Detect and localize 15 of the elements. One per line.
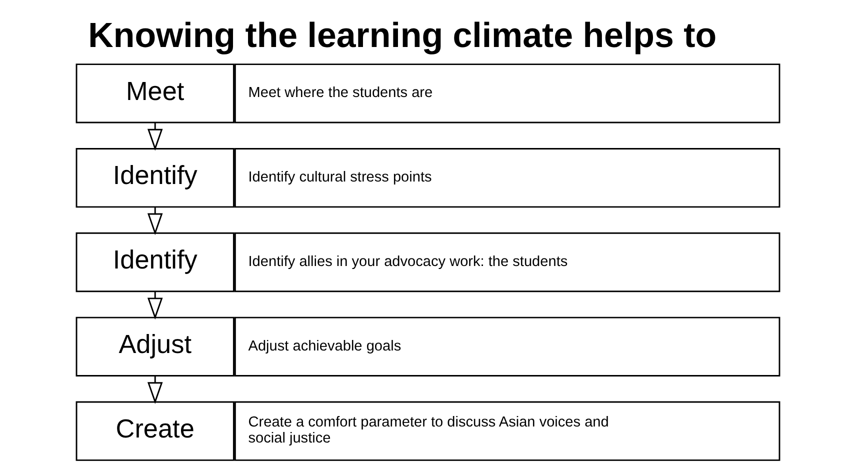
node-box: Identify allies in your advocacy work: the students <box>234 232 780 292</box>
arrow <box>147 291 163 320</box>
node-box: Identify cultural stress points <box>234 148 780 208</box>
node-box: Adjust achievable goals <box>234 316 780 376</box>
arrow <box>147 122 163 150</box>
node-box: Adjust <box>76 316 234 376</box>
node-box: Create <box>76 400 234 460</box>
diagram-title: Knowing the learning climate helps to <box>88 16 717 55</box>
node-box: Create a comfort parameter to discuss Asian voices and social justice <box>234 400 780 460</box>
node-box: Identify <box>76 232 234 292</box>
arrow <box>147 376 163 404</box>
node-box: Identify <box>76 148 234 208</box>
node-box: Meet <box>76 63 234 123</box>
arrow <box>147 206 163 235</box>
node-box: Meet where the students are <box>234 63 780 123</box>
